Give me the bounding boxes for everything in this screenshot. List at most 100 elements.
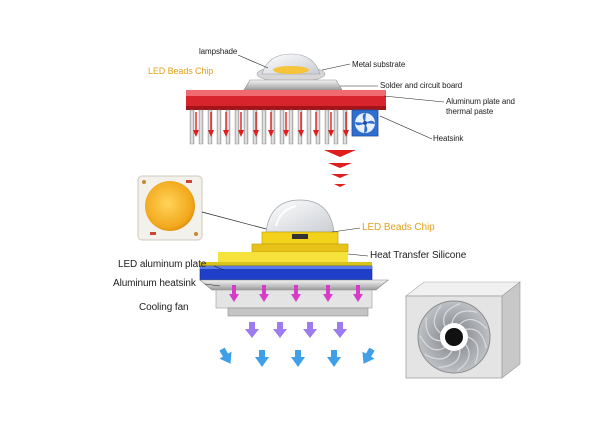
exhaust-arrow-head [219, 351, 232, 364]
label-bottom-led-plate: LED aluminum plate [118, 259, 207, 270]
heat-arrow-head [208, 130, 214, 137]
heat-arrow-head [223, 130, 229, 137]
heat-arrow-head [328, 130, 334, 137]
transition-chevron [331, 174, 349, 178]
bottom-exhaust-arrows [219, 347, 375, 367]
airflow-arrow-shaft [307, 322, 313, 330]
fan-blade [467, 336, 479, 364]
heatsink-fin [288, 109, 294, 145]
heat-arrow-shaft [356, 285, 360, 295]
top-leader-lines [237, 54, 445, 140]
label-top-aluminum-thermal-1: Aluminum plate and [446, 97, 515, 106]
exhaust-arrow-head [362, 351, 375, 364]
label-top-heatsink: Heatsink [433, 134, 464, 143]
transition-chevron [334, 184, 346, 187]
exhaust-arrow-head [255, 357, 269, 367]
heat-arrow-head [268, 130, 274, 137]
bottom-aluminum-heatsink [199, 279, 389, 317]
heatsink-fin [306, 109, 312, 145]
heat-arrow-head [323, 294, 333, 302]
label-top-led-chip: LED Beads Chip [148, 66, 214, 76]
heat-arrow-head [298, 130, 304, 137]
bottom-lens-dome [265, 199, 335, 233]
transition-chevron [324, 150, 356, 157]
exhaust-arrow [219, 347, 232, 364]
heat-arrow-head [193, 130, 199, 137]
label-bottom-heatsink: Aluminum heatsink [113, 278, 196, 289]
heat-arrow-head [283, 130, 289, 137]
fan-blade [438, 349, 461, 368]
top-lampshade-dome [256, 53, 326, 83]
exhaust-arrow-shaft [259, 350, 265, 358]
fan-blade [419, 335, 446, 351]
heat-transition-arrows [324, 150, 356, 187]
fan-icon [351, 109, 379, 137]
heatsink-fin [297, 109, 303, 145]
label-bottom-cooling-fan: Cooling fan [139, 302, 189, 313]
airflow-arrow-head [333, 329, 347, 338]
bottom-led-beads-chip [251, 231, 349, 253]
fan-blade [433, 305, 442, 334]
heatsink-fin [261, 109, 267, 145]
airflow-arrow-head [303, 329, 317, 338]
fan-blade [459, 318, 488, 330]
transition-chevron [328, 163, 352, 168]
label-top-lampshade: lampshade [199, 47, 238, 56]
heatsink-fin [252, 109, 258, 145]
top-heatsink-fins [189, 109, 348, 145]
heat-arrow-shaft [326, 285, 330, 295]
heat-arrow-head [343, 130, 349, 137]
heat-arrow-head [353, 294, 363, 302]
exhaust-arrow [291, 350, 305, 367]
heatsink-fin [198, 109, 204, 145]
fan-blade [465, 328, 487, 349]
bottom-leader-lines [204, 227, 369, 287]
heatsink-fin [342, 109, 348, 145]
fan-blade [424, 350, 453, 360]
heatsink-fin [279, 109, 285, 145]
airflow-arrow-shaft [337, 322, 343, 330]
heatsink-fin [207, 109, 213, 145]
heat-arrow-shaft [294, 285, 298, 295]
label-top-metal-substrate: Metal substrate [352, 60, 406, 69]
heat-arrow-head [238, 130, 244, 137]
heat-arrow-head [313, 130, 319, 137]
heat-arrow-shaft [262, 285, 266, 295]
heatsink-fin [234, 109, 240, 145]
top-pcb-board [186, 90, 386, 110]
heat-arrow-head [291, 294, 301, 302]
heat-arrow-head [253, 130, 259, 137]
fan-blade [451, 310, 478, 324]
bottom-heat-transfer-silicone [200, 252, 372, 266]
exhaust-arrow-head [291, 357, 305, 367]
airflow-arrow-head [245, 329, 259, 338]
heat-arrow-head [259, 294, 269, 302]
top-heat-flow-arrows [193, 112, 349, 137]
bottom-airflow-arrows [245, 322, 347, 338]
fan-blade [457, 344, 470, 372]
heatsink-fin [189, 109, 195, 145]
cooling-fan-icon [405, 281, 521, 379]
heatsink-fin [243, 109, 249, 145]
label-bottom-heat-transfer: Heat Transfer Silicone [370, 250, 467, 261]
exhaust-arrow-shaft [331, 350, 337, 358]
fan-blade [443, 303, 461, 327]
fan-blade [425, 317, 441, 342]
cob-led-chip-icon [137, 175, 203, 241]
exhaust-arrow-shaft [295, 350, 301, 358]
label-bottom-led-chip: LED Beads Chip [362, 222, 435, 233]
heatsink-fin [324, 109, 330, 145]
exhaust-arrow [362, 347, 375, 364]
exhaust-arrow [255, 350, 269, 367]
exhaust-arrow-head [327, 357, 341, 367]
exhaust-arrow [327, 350, 341, 367]
airflow-arrow-shaft [277, 322, 283, 330]
top-metal-substrate [243, 79, 343, 91]
bottom-led-aluminum-plate [199, 265, 373, 281]
label-top-solder: Solder and circuit board [380, 81, 463, 90]
heat-arrow-shaft [232, 285, 236, 295]
heatsink-fin [216, 109, 222, 145]
airflow-arrow-shaft [249, 322, 255, 330]
heatsink-fin [333, 109, 339, 145]
